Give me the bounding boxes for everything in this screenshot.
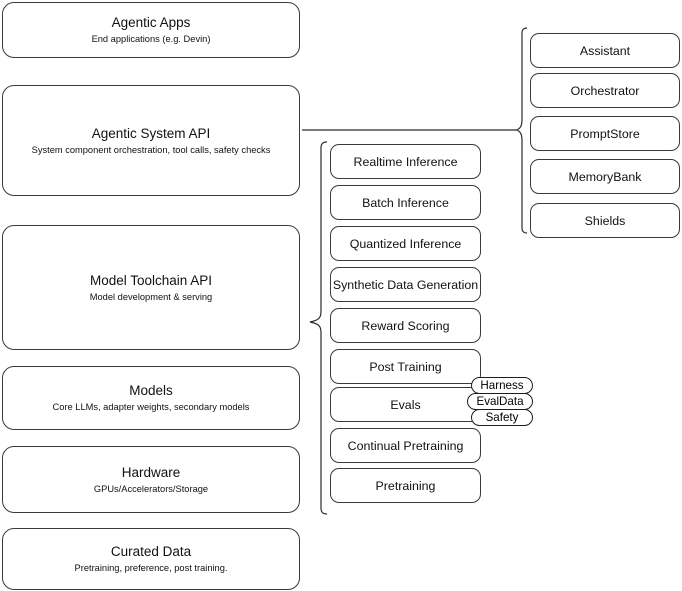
component-promptstore[interactable]: PromptStore [530, 116, 680, 151]
component-continual-pretraining[interactable]: Continual Pretraining [330, 428, 481, 463]
layer-curated-data[interactable]: Curated Data Pretraining, preference, po… [2, 528, 300, 590]
layer-subtitle: GPUs/Accelerators/Storage [93, 483, 209, 494]
component-reward-scoring[interactable]: Reward Scoring [330, 308, 481, 343]
layer-subtitle: System component orchestration, tool cal… [31, 144, 271, 155]
tag-harness[interactable]: Harness [471, 377, 533, 394]
layer-title: Agentic Apps [111, 15, 191, 30]
component-batch-inference[interactable]: Batch Inference [330, 185, 481, 220]
layer-title: Models [129, 383, 173, 398]
layer-title: Model Toolchain API [89, 272, 213, 288]
tag-evaldata[interactable]: EvalData [467, 393, 533, 410]
right-group-brace [515, 27, 528, 234]
layer-agentic-system-api[interactable]: Agentic System API System component orch… [2, 85, 300, 196]
component-evals[interactable]: Evals [330, 387, 481, 422]
layer-title: Hardware [121, 464, 181, 480]
middle-group-brace [309, 141, 328, 515]
layer-subtitle: Core LLMs, adapter weights, secondary mo… [52, 402, 250, 412]
component-orchestrator[interactable]: Orchestrator [530, 73, 680, 108]
component-synthetic-data-generation[interactable]: Synthetic Data Generation [330, 267, 481, 302]
component-memorybank[interactable]: MemoryBank [530, 159, 680, 194]
layer-models[interactable]: Models Core LLMs, adapter weights, secon… [2, 366, 300, 430]
component-shields[interactable]: Shields [530, 203, 680, 238]
layer-model-toolchain-api[interactable]: Model Toolchain API Model development & … [2, 225, 300, 350]
layer-title: Curated Data [110, 544, 192, 559]
layer-hardware[interactable]: Hardware GPUs/Accelerators/Storage [2, 446, 300, 513]
component-quantized-inference[interactable]: Quantized Inference [330, 226, 481, 261]
layer-subtitle: Pretraining, preference, post training. [74, 563, 228, 573]
component-post-training[interactable]: Post Training [330, 349, 481, 384]
layer-subtitle: End applications (e.g. Devin) [91, 34, 211, 44]
component-assistant[interactable]: Assistant [530, 33, 680, 68]
component-pretraining[interactable]: Pretraining [330, 468, 481, 503]
component-realtime-inference[interactable]: Realtime Inference [330, 144, 481, 179]
layer-subtitle: Model development & serving [89, 291, 213, 302]
layer-title: Agentic System API [91, 125, 211, 141]
layer-agentic-apps[interactable]: Agentic Apps End applications (e.g. Devi… [2, 2, 300, 58]
tag-safety[interactable]: Safety [471, 409, 533, 426]
